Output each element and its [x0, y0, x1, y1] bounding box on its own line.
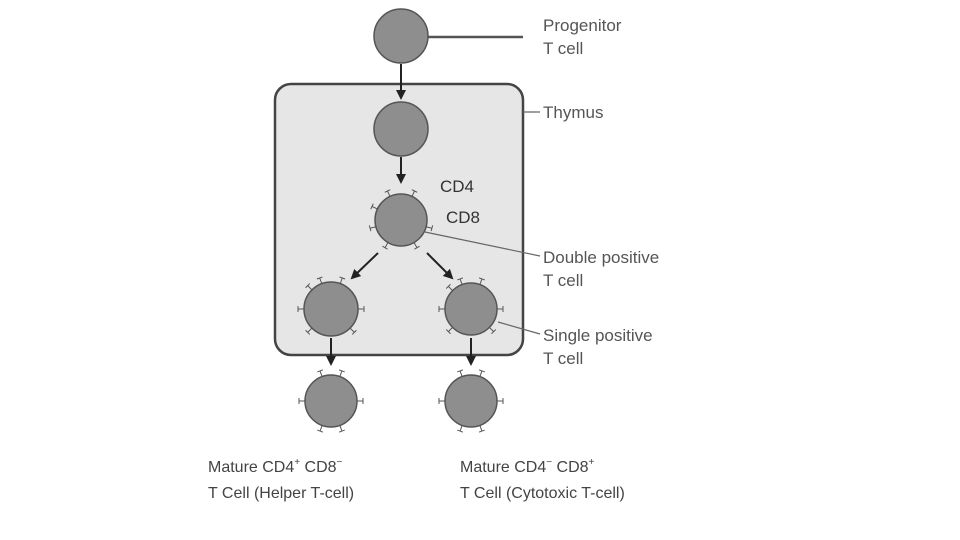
helper-caption-cd4: Mature CD4 [208, 459, 295, 476]
arrow-to-cd8-single-positive [426, 252, 454, 280]
progenitor-label-line1: Progenitor [543, 16, 622, 35]
helper-caption: Mature CD4+ CD8− T Cell (Helper T-cell) [208, 455, 354, 507]
cd4-single-positive-t-cell [303, 281, 359, 337]
cd8-single-positive-receptor-2 [497, 306, 504, 312]
double-positive-t-cell [374, 193, 428, 247]
cd4-single-positive-receptor-0 [316, 276, 323, 284]
cd4-single-positive-receptor-5 [297, 306, 304, 312]
cd4-marker-label: CD4 [440, 177, 475, 196]
double-positive-receptor-4 [382, 242, 389, 250]
progenitor-label: Progenitor T cell [543, 14, 621, 60]
mature-cytotoxic-receptor-2 [497, 398, 504, 404]
helper-caption-cd8-sign: − [336, 457, 343, 468]
cytotoxic-caption: Mature CD4− CD8+ T Cell (Cytotoxic T-cel… [460, 455, 625, 507]
cd4-single-positive-receptor-4 [305, 327, 313, 335]
double-positive-receptor-1 [411, 189, 418, 197]
cytotoxic-caption-cd8: CD8 [552, 459, 589, 476]
mature-helper-receptor-4 [338, 425, 345, 433]
double-positive-label-line2: T cell [543, 271, 584, 290]
single-positive-label-line1: Single positive [543, 326, 653, 345]
mature-helper-receptor-5 [298, 398, 305, 404]
helper-caption-line1: Mature CD4+ CD8− [208, 455, 354, 481]
helper-caption-cd8: CD8 [300, 459, 337, 476]
thymus-label: Thymus [543, 101, 603, 124]
helper-caption-line2: T Cell (Helper T-cell) [208, 485, 355, 502]
cytotoxic-caption-line2: T Cell (Cytotoxic T-cell) [460, 485, 625, 502]
double-positive-label: Double positive T cell [543, 246, 659, 292]
double-positive-receptor-3 [413, 242, 420, 250]
mature-helper-receptor-2 [357, 398, 364, 404]
cd4-single-positive-receptor-6 [305, 283, 313, 291]
cd8-single-positive-t-cell [444, 282, 498, 336]
cd8-single-positive-receptor-5 [438, 306, 445, 312]
mature-cytotoxic-receptor-5 [438, 398, 445, 404]
double-positive-receptor-5 [368, 225, 377, 232]
cytotoxic-caption-cd8-sign: + [588, 457, 595, 468]
early-thymocyte [373, 101, 429, 157]
mature-cytotoxic-receptor-1 [478, 369, 485, 377]
mature-helper-receptor-1 [338, 369, 345, 377]
double-positive-leader-line [424, 231, 541, 257]
single-positive-leader-line [497, 321, 541, 335]
cytotoxic-caption-cd4: Mature CD4 [460, 459, 547, 476]
cd8-single-positive-receptor-3 [489, 327, 497, 335]
cd4-single-positive-receptor-2 [358, 306, 365, 312]
mature-cytotoxic-t-cell [444, 374, 498, 428]
cytotoxic-caption-line1: Mature CD4− CD8+ [460, 455, 625, 481]
single-positive-label-line2: T cell [543, 349, 584, 368]
cd4-single-positive-receptor-3 [349, 327, 357, 335]
double-positive-receptor-6 [370, 203, 378, 210]
cd4-single-positive-receptor-1 [339, 276, 346, 284]
mature-helper-receptor-3 [317, 425, 324, 433]
progenitor-label-line2: T cell [543, 39, 584, 58]
cd8-single-positive-receptor-0 [457, 277, 464, 285]
cd8-marker-label: CD8 [446, 208, 481, 227]
arrow-to-cd4-single-positive [350, 252, 379, 280]
cd8-single-positive-receptor-4 [445, 327, 453, 335]
progenitor-t-cell [373, 8, 429, 64]
double-positive-label-line1: Double positive [543, 248, 660, 267]
mature-cytotoxic-receptor-4 [478, 425, 485, 433]
mature-cytotoxic-receptor-0 [457, 369, 464, 377]
single-positive-label: Single positive T cell [543, 324, 653, 370]
cytotoxic-caption-cd4-sign: − [546, 457, 553, 468]
mature-helper-receptor-0 [317, 369, 324, 377]
double-positive-receptor-2 [425, 225, 434, 232]
cd8-single-positive-receptor-1 [478, 277, 485, 285]
double-positive-receptor-0 [384, 189, 391, 197]
cd8-single-positive-receptor-6 [445, 283, 453, 291]
mature-helper-t-cell [304, 374, 358, 428]
mature-cytotoxic-receptor-3 [457, 425, 464, 433]
surface-receptors [297, 189, 504, 433]
thymus-label-text: Thymus [543, 103, 604, 122]
helper-caption-cd4-sign: + [294, 457, 301, 468]
